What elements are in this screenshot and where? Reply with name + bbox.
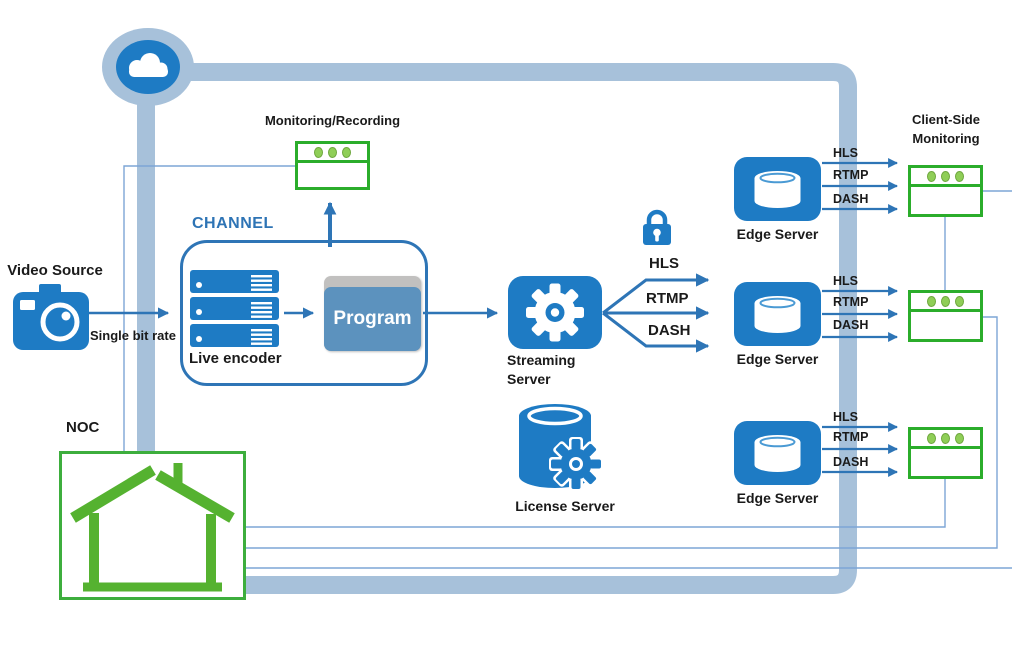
row1-dash-label: DASH <box>833 192 869 206</box>
edge-server-icon-middle <box>734 282 821 346</box>
row3-hls-label: HLS <box>833 410 858 424</box>
edge-server-icon-bottom <box>734 421 821 485</box>
camera-icon <box>13 284 89 350</box>
fan-dash-label: DASH <box>648 322 691 339</box>
row3-rtmp-label: RTMP <box>833 430 869 444</box>
live-encoder-label: Live encoder <box>189 350 282 367</box>
video-source-label: Video Source <box>7 262 103 279</box>
fan-rtmp-label: RTMP <box>646 290 689 307</box>
window-dot-icon <box>342 147 351 158</box>
gear-icon <box>549 437 603 491</box>
window-dot-icon <box>941 296 950 307</box>
row2-rtmp-label: RTMP <box>833 295 869 309</box>
lock-icon <box>643 209 671 245</box>
program-label: Program <box>324 287 421 351</box>
database-icon <box>754 435 801 472</box>
client-side-monitoring-label-line1: Client-Side <box>912 112 980 127</box>
monitoring-recording-label: Monitoring/Recording <box>264 113 401 128</box>
window-dot-icon <box>328 147 337 158</box>
license-server-icon <box>519 404 603 491</box>
window-dot-icon <box>955 171 964 182</box>
edge-server-icon-top <box>734 157 821 221</box>
row1-rtmp-label: RTMP <box>833 168 869 182</box>
streaming-server-label-line1: Streaming <box>507 352 576 368</box>
client-monitor-window-middle <box>908 290 983 342</box>
window-dot-icon <box>955 296 964 307</box>
row2-hls-label: HLS <box>833 274 858 288</box>
monitoring-recording-window <box>295 141 370 190</box>
database-icon <box>754 171 801 208</box>
monitoring-lines <box>123 165 1012 569</box>
flow-arrows <box>88 158 898 477</box>
program-node: Program <box>324 276 421 351</box>
fan-hls-label: HLS <box>649 255 679 272</box>
license-server-label: License Server <box>515 498 615 514</box>
client-side-monitoring-label-line2: Monitoring <box>912 131 980 146</box>
window-titlebar <box>911 293 980 312</box>
window-titlebar <box>911 168 980 187</box>
window-dot-icon <box>955 433 964 444</box>
row1-hls-label: HLS <box>833 146 858 160</box>
database-icon <box>754 296 801 333</box>
single-bit-rate-label: Single bit rate <box>90 328 176 343</box>
noc-label: NOC <box>66 419 100 436</box>
row3-dash-label: DASH <box>833 455 869 469</box>
window-dot-icon <box>941 433 950 444</box>
live-encoder-icon <box>190 270 279 347</box>
edge-server-label-bottom: Edge Server <box>736 490 819 506</box>
streaming-server-icon <box>508 276 602 349</box>
cloud-icon <box>102 28 194 106</box>
house-icon <box>70 463 235 592</box>
window-dot-icon <box>927 171 936 182</box>
client-monitor-window-top <box>908 165 983 217</box>
window-dot-icon <box>927 296 936 307</box>
row2-dash-label: DASH <box>833 318 869 332</box>
window-dot-icon <box>927 433 936 444</box>
window-titlebar <box>911 430 980 449</box>
edge-server-label-middle: Edge Server <box>736 351 819 367</box>
edge-server-label-top: Edge Server <box>736 226 819 242</box>
channel-box <box>180 240 428 386</box>
window-titlebar <box>298 144 367 163</box>
gear-icon <box>526 283 584 342</box>
window-dot-icon <box>941 171 950 182</box>
client-monitor-window-bottom <box>908 427 983 479</box>
channel-label: CHANNEL <box>192 215 274 232</box>
window-dot-icon <box>314 147 323 158</box>
streaming-server-label-line2: Server <box>507 371 551 387</box>
